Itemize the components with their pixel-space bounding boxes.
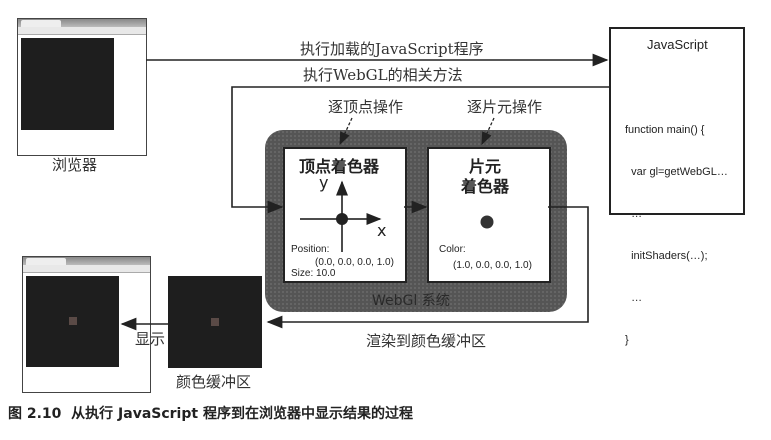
javascript-box: JavaScript function main() { var gl=getW… [609, 27, 745, 346]
axis-y-label: y [319, 173, 329, 192]
edge-label-load-js: 执行加载的JavaScript程序 [300, 40, 484, 58]
browser-tab-bar [23, 257, 150, 265]
rendered-point [69, 317, 77, 325]
axis-x-label: x [377, 221, 387, 240]
edge-label-per-vertex: 逐顶点操作 [328, 98, 404, 116]
javascript-title: JavaScript [647, 37, 708, 52]
code-line: var gl=getWebGL… [625, 166, 728, 178]
browser-tab [21, 20, 61, 27]
webgl-canvas-empty [21, 38, 114, 130]
browser-url-bar [18, 27, 146, 35]
figure-caption: 图 2.10 从执行 JavaScript 程序到在浏览器中显示结果的过程 [8, 406, 413, 422]
edge-label-exec-webgl: 执行WebGL的相关方法 [303, 66, 463, 84]
webgl-canvas-result [26, 276, 119, 367]
arrow-render-to-buffer [266, 206, 589, 329]
fragment-shader-title-1: 片元 [469, 157, 502, 176]
fragment-point [480, 215, 494, 229]
edge-label-render: 渲染到颜色缓冲区 [366, 332, 487, 350]
edge-label-per-fragment: 逐片元操作 [467, 98, 543, 116]
arrow-exec-webgl [231, 86, 609, 214]
browser-window-top [17, 18, 147, 156]
code-line: initShaders(…); [625, 250, 708, 262]
fragment-shader-box: 片元 着色器 Color: (1.0, 0.0, 0.0, 1.0) [427, 147, 551, 283]
rendered-point [211, 318, 219, 326]
vertex-shader-title: 顶点着色器 [299, 157, 380, 176]
browser-label: 浏览器 [52, 156, 98, 174]
vertex-point [336, 213, 348, 225]
color-buffer [168, 276, 262, 368]
browser-tab-bar [18, 19, 146, 27]
browser-window-bottom [22, 256, 151, 393]
fragment-shader-title-2: 着色器 [461, 177, 510, 196]
vertex-shader-box: 顶点着色器 y x Position: (0.0, 0.0, 0.0, 1.0)… [283, 147, 407, 283]
browser-url-bar [23, 265, 150, 273]
edge-label-display: 显示 [135, 330, 166, 348]
code-line: function main() { [625, 124, 705, 136]
code-line: … [625, 208, 643, 220]
code-line: … [625, 292, 643, 304]
webgl-system-label: WebGl 系统 [372, 293, 450, 309]
javascript-code: function main() { var gl=getWebGL… … ini… [625, 95, 728, 375]
position-label: Position: [291, 244, 330, 255]
arrow-per-vertex [339, 117, 353, 146]
color-buffer-label: 颜色缓冲区 [176, 373, 252, 391]
size-label: Size: 10.0 [291, 268, 336, 279]
code-line: } [625, 334, 629, 346]
color-label: Color: [439, 244, 466, 255]
browser-tab [26, 258, 66, 265]
arrow-per-fragment [481, 117, 495, 146]
position-value: (0.0, 0.0, 0.0, 1.0) [315, 257, 394, 268]
color-value: (1.0, 0.0, 0.0, 1.0) [453, 260, 532, 271]
